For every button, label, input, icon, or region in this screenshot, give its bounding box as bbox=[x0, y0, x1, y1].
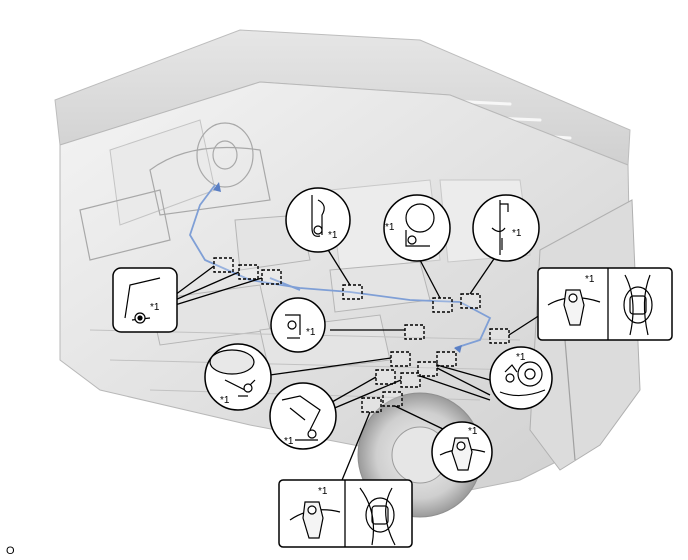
callout-label: *1 bbox=[150, 302, 160, 313]
clamp-location-boxes bbox=[213, 257, 510, 413]
ring-clamp-icon bbox=[499, 361, 546, 397]
clamp-box bbox=[390, 351, 411, 367]
clamp-box bbox=[238, 264, 259, 280]
callout-ring-clamp-right: *1 bbox=[489, 346, 553, 410]
callout-edge-clamp-mid: *1 bbox=[270, 297, 326, 353]
figure-id: O bbox=[6, 545, 15, 557]
leader-lines bbox=[174, 244, 541, 486]
callout-label: *1 bbox=[220, 395, 230, 406]
clamp-box bbox=[400, 372, 421, 388]
wire-harness bbox=[189, 184, 492, 349]
bracket-clamp-icon bbox=[491, 200, 509, 255]
floor-bracket-clamp-icon bbox=[209, 349, 256, 397]
clamp-box bbox=[261, 269, 282, 285]
callout-split-clamp-bottom: *1 bbox=[278, 479, 413, 548]
split-push-clamp-icon bbox=[547, 289, 601, 326]
push-clamp-icon bbox=[439, 437, 486, 471]
clamp-box bbox=[417, 361, 438, 377]
callout-bracket-clamp-right: *1 bbox=[472, 194, 540, 262]
callout-label: *1 bbox=[385, 222, 395, 233]
callout-label: *1 bbox=[318, 486, 328, 497]
clamp-box bbox=[361, 397, 382, 413]
clamp-box bbox=[342, 284, 363, 300]
callout-trim-clip-left: *1 bbox=[112, 267, 178, 333]
clamp-box bbox=[213, 257, 234, 273]
edge-clamp-icon bbox=[285, 314, 301, 339]
split-clamp-icon bbox=[359, 487, 396, 546]
clamp-box bbox=[382, 391, 403, 407]
callout-label: *1 bbox=[306, 327, 316, 338]
push-clamp-icon bbox=[289, 501, 341, 539]
clamp-box bbox=[404, 324, 425, 340]
callout-split-clamp-right: *1 bbox=[537, 267, 673, 341]
round-clamp-icon bbox=[405, 203, 435, 247]
clamp-box bbox=[375, 369, 396, 385]
callout-label: *1 bbox=[284, 436, 294, 447]
callout-hook-clamp-upper: *1 bbox=[285, 187, 351, 253]
split-clamp-icon bbox=[623, 274, 653, 336]
callout-label: *1 bbox=[468, 426, 478, 437]
callout-label: *1 bbox=[585, 274, 595, 285]
callout-round-clamp-center: *1 bbox=[383, 194, 451, 262]
callout-label: *1 bbox=[512, 228, 522, 239]
clamp-box bbox=[432, 297, 453, 313]
hook-clamp-icon bbox=[311, 195, 325, 237]
callout-label: *1 bbox=[516, 352, 526, 363]
trim-panel-clip-icon bbox=[124, 277, 161, 324]
callout-push-clamp-right: *1 bbox=[431, 421, 493, 483]
clamp-box bbox=[460, 293, 481, 309]
callout-bracket-clamp-floor: *1 bbox=[204, 343, 272, 411]
panel-clamp-icon bbox=[281, 395, 321, 441]
clamp-box bbox=[436, 351, 457, 367]
callout-panel-clamp-lower: *1 bbox=[269, 382, 337, 450]
clamp-box bbox=[489, 328, 510, 344]
dashboard-area bbox=[79, 122, 271, 261]
harness-arrows bbox=[213, 182, 462, 353]
callout-label: *1 bbox=[328, 230, 338, 241]
